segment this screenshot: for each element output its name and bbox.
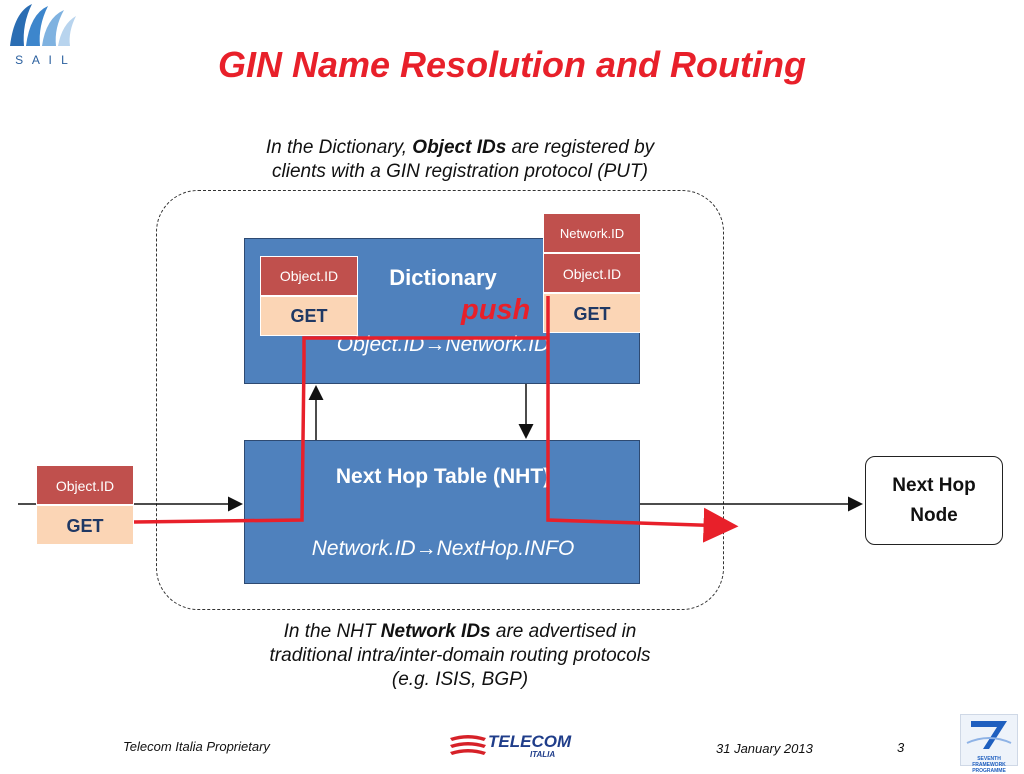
bottom-note-line1: In the NHT Network IDs are advertised in xyxy=(283,621,637,642)
top-note-line1: In the Dictionary, Object IDs are regist… xyxy=(265,137,655,158)
push-label: push xyxy=(461,294,531,326)
dictionary-mapping: Object.ID→Network.ID xyxy=(336,333,550,356)
object-id-header: Object.ID xyxy=(260,256,358,296)
telecom-logo-icon xyxy=(450,735,486,755)
dict-response-packet: Network.ID Object.ID GET xyxy=(543,213,641,333)
next-hop-line2: Node xyxy=(910,505,958,526)
dictionary-title: Dictionary xyxy=(389,265,497,290)
fp7-logo-icon xyxy=(966,721,1012,749)
next-hop-line1: Next Hop xyxy=(892,475,976,496)
top-note-line2: clients with a GIN registration protocol… xyxy=(272,161,648,182)
get-method: GET xyxy=(36,505,134,545)
network-id-header: Network.ID xyxy=(543,213,641,253)
get-method: GET xyxy=(543,293,641,333)
incoming-request-packet: Object.ID GET xyxy=(36,465,134,545)
footer-left: Telecom Italia Proprietary xyxy=(123,739,270,754)
footer-date: 31 January 2013 xyxy=(716,741,813,756)
get-method: GET xyxy=(260,296,358,336)
next-hop-node: Next Hop Node xyxy=(865,456,1003,545)
right-arrow-icon: → xyxy=(415,537,437,560)
telecom-logo-sub: ITALIA xyxy=(530,750,556,759)
telecom-italia-logo: TELECOM ITALIA xyxy=(448,730,578,762)
fp7-logo: SEVENTH FRAMEWORK PROGRAMME xyxy=(960,714,1018,774)
dict-request-packet: Object.ID GET xyxy=(260,256,358,336)
object-id-header: Object.ID xyxy=(543,253,641,293)
object-id-header: Object.ID xyxy=(36,465,134,505)
fp7-logo-text: SEVENTH FRAMEWORK PROGRAMME xyxy=(972,756,1006,774)
right-arrow-icon: → xyxy=(424,333,446,356)
sail-logo: S A I L xyxy=(4,2,82,67)
telecom-logo-text: TELECOM xyxy=(488,732,572,751)
sail-logo-text: S A I L xyxy=(15,53,71,67)
nht-title: Next Hop Table (NHT) xyxy=(335,465,551,488)
bottom-note-line2: traditional intra/inter-domain routing p… xyxy=(269,645,651,666)
page-number: 3 xyxy=(897,740,905,755)
top-note: In the Dictionary, Object IDs are regist… xyxy=(160,136,760,184)
bottom-note: In the NHT Network IDs are advertised in… xyxy=(180,620,740,692)
sail-logo-icon xyxy=(10,4,76,46)
bottom-note-line3: (e.g. ISIS, BGP) xyxy=(391,669,529,690)
nht-mapping: Network.ID→NextHop.INFO xyxy=(311,537,575,560)
nht-box: Next Hop Table (NHT) Network.ID→NextHop.… xyxy=(244,440,640,584)
page-title: GIN Name Resolution and Routing xyxy=(217,44,806,85)
